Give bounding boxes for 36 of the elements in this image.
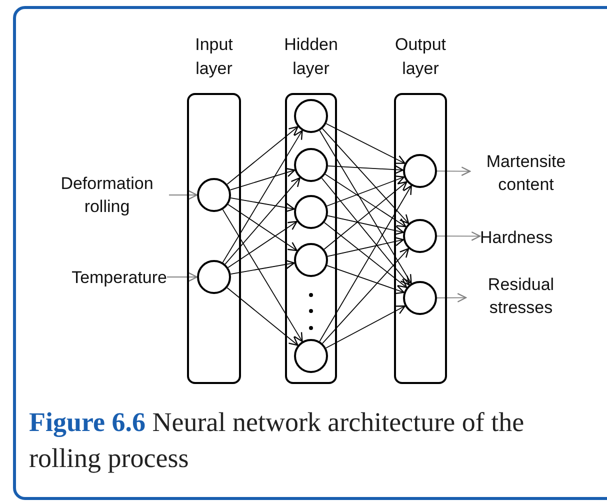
- connection-arrow: [230, 260, 295, 275]
- connection-arrow: [321, 178, 410, 286]
- connection-arrow: [328, 164, 404, 174]
- connection-arrow: [436, 166, 471, 176]
- connection-arrow: [436, 231, 481, 241]
- io-label: Martensite content: [470, 150, 582, 196]
- connection-arrow: [226, 287, 298, 346]
- connection-arrow: [222, 130, 303, 263]
- connection-arrow: [228, 204, 298, 252]
- figure-caption: Figure 6.6 Neural network architecture of the rolling process: [29, 406, 526, 475]
- connection-arrow: [319, 130, 412, 284]
- connection-arrow: [228, 220, 298, 268]
- connection-arrow: [324, 174, 406, 228]
- connection-arrow: [322, 248, 410, 344]
- connection-arrow: [230, 197, 295, 212]
- connection-arrow: [166, 272, 198, 282]
- io-label: Hardness: [480, 226, 584, 248]
- connection-arrow: [319, 185, 412, 342]
- connection-arrow: [436, 292, 467, 302]
- io-label: Residual stresses: [466, 273, 576, 319]
- connection-arrow: [324, 181, 408, 250]
- layer-heading: Input layer: [194, 34, 234, 80]
- io-label: Deformation rolling: [45, 172, 169, 226]
- connection-arrow: [324, 222, 408, 288]
- io-label: Temperature: [36, 266, 167, 288]
- connection-arrow: [326, 175, 405, 206]
- connection-arrow: [224, 177, 300, 265]
- connection-arrow: [327, 215, 404, 236]
- connection-arrow: [226, 126, 298, 185]
- connection-arrow: [327, 236, 404, 257]
- connection-arrow: [230, 168, 296, 190]
- connection-arrow: [322, 128, 410, 224]
- connection-arrow: [168, 190, 198, 200]
- layer-heading: Hidden layer: [283, 34, 339, 80]
- layer-heading: Output layer: [394, 34, 448, 80]
- connection-arrow: [326, 265, 405, 294]
